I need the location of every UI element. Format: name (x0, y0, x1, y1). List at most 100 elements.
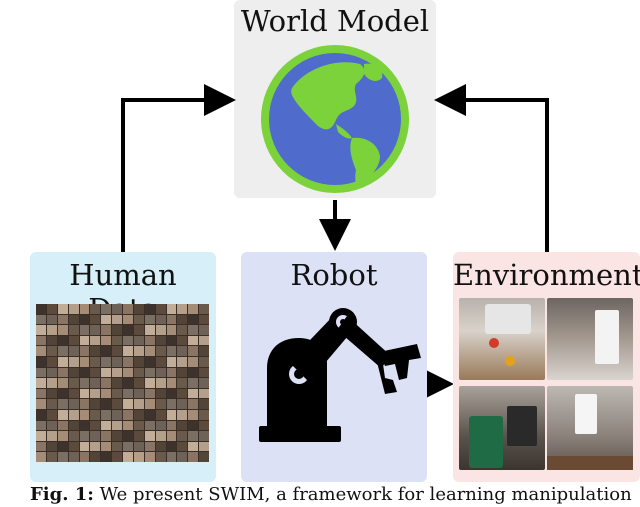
video-thumbnail (90, 325, 101, 335)
video-thumbnail (166, 399, 177, 409)
video-thumbnail (68, 410, 79, 420)
video-thumbnail (133, 420, 144, 431)
video-thumbnail (123, 325, 133, 335)
video-thumbnail (177, 314, 188, 325)
video-thumbnail (68, 431, 79, 441)
environment-box: Environment (453, 252, 640, 482)
video-thumbnail (155, 314, 166, 325)
video-thumbnail (144, 420, 155, 431)
video-thumbnail (46, 357, 57, 367)
video-thumbnail (68, 335, 79, 346)
video-thumbnail (133, 441, 144, 452)
video-thumbnail (133, 378, 144, 388)
video-thumbnail (36, 441, 46, 452)
video-thumbnail (133, 367, 144, 378)
video-thumbnail (188, 314, 199, 325)
video-thumbnail (101, 441, 112, 452)
video-thumbnail (46, 325, 57, 335)
video-thumbnail (166, 314, 177, 325)
video-thumbnail (188, 399, 199, 409)
video-thumbnail (90, 314, 101, 325)
video-thumbnail (166, 441, 177, 452)
video-thumbnail (133, 357, 144, 367)
env-photo-top-right (547, 298, 633, 380)
video-thumbnail (68, 378, 79, 388)
video-thumbnail (57, 357, 68, 367)
video-thumbnail (188, 378, 199, 388)
video-thumbnail (123, 441, 133, 452)
video-thumbnail (144, 325, 155, 335)
video-thumbnail (46, 314, 57, 325)
video-thumbnail (57, 388, 68, 399)
video-thumbnail (123, 410, 133, 420)
video-thumbnail (155, 420, 166, 431)
video-thumbnail (36, 420, 46, 431)
video-thumbnail (79, 335, 90, 346)
video-thumbnail (177, 357, 188, 367)
video-thumbnail (46, 452, 57, 462)
video-thumbnail (123, 420, 133, 431)
video-thumbnail (144, 388, 155, 399)
world-model-box: World Model (234, 0, 436, 198)
video-thumbnail (112, 378, 122, 388)
video-thumbnail (177, 346, 188, 356)
video-thumbnail (101, 367, 112, 378)
video-thumbnail (123, 399, 133, 409)
video-thumbnail (123, 378, 133, 388)
video-thumbnail (90, 388, 101, 399)
video-thumbnail (166, 335, 177, 346)
video-thumbnail (57, 420, 68, 431)
video-thumbnail (155, 357, 166, 367)
video-thumbnail (199, 325, 209, 335)
video-thumbnail (155, 410, 166, 420)
video-thumbnail (68, 420, 79, 431)
video-thumbnail (90, 367, 101, 378)
video-thumbnail (199, 304, 209, 314)
video-thumbnail (133, 335, 144, 346)
environment-label: Environment (453, 258, 640, 292)
video-thumbnail (155, 346, 166, 356)
video-thumbnail (36, 304, 46, 314)
video-thumbnail (90, 346, 101, 356)
video-thumbnail (79, 388, 90, 399)
video-thumbnail (46, 346, 57, 356)
video-thumbnail (123, 304, 133, 314)
video-thumbnail (79, 399, 90, 409)
video-thumbnail (144, 452, 155, 462)
video-thumbnail (166, 410, 177, 420)
video-thumbnail (188, 335, 199, 346)
env-photo-bottom-right (547, 386, 633, 470)
video-thumbnail (166, 325, 177, 335)
video-thumbnail (199, 399, 209, 409)
world-model-label: World Model (240, 4, 430, 38)
video-thumbnail (144, 441, 155, 452)
video-thumbnail (101, 378, 112, 388)
video-thumbnail (199, 388, 209, 399)
video-thumbnail (112, 388, 122, 399)
figure-caption-text: We present SWIM, a framework for learnin… (99, 484, 632, 505)
video-thumbnail (112, 325, 122, 335)
video-thumbnail (112, 399, 122, 409)
video-thumbnail (36, 410, 46, 420)
video-thumbnail (199, 410, 209, 420)
video-thumbnail (101, 325, 112, 335)
video-thumbnail (68, 346, 79, 356)
video-thumbnail (166, 420, 177, 431)
video-thumbnail (68, 357, 79, 367)
video-thumbnail (112, 452, 122, 462)
video-thumbnail (188, 431, 199, 441)
video-thumbnail (90, 357, 101, 367)
video-thumbnail (36, 452, 46, 462)
video-thumbnail (57, 367, 68, 378)
video-thumbnail (79, 420, 90, 431)
video-thumbnail (199, 431, 209, 441)
video-thumbnail (79, 314, 90, 325)
video-thumbnail (101, 346, 112, 356)
video-thumbnail (144, 410, 155, 420)
video-thumbnail (144, 314, 155, 325)
video-thumbnail (112, 441, 122, 452)
video-thumbnail (90, 431, 101, 441)
video-thumbnail (177, 452, 188, 462)
robot-box: Robot (241, 252, 427, 482)
video-thumbnail (36, 357, 46, 367)
